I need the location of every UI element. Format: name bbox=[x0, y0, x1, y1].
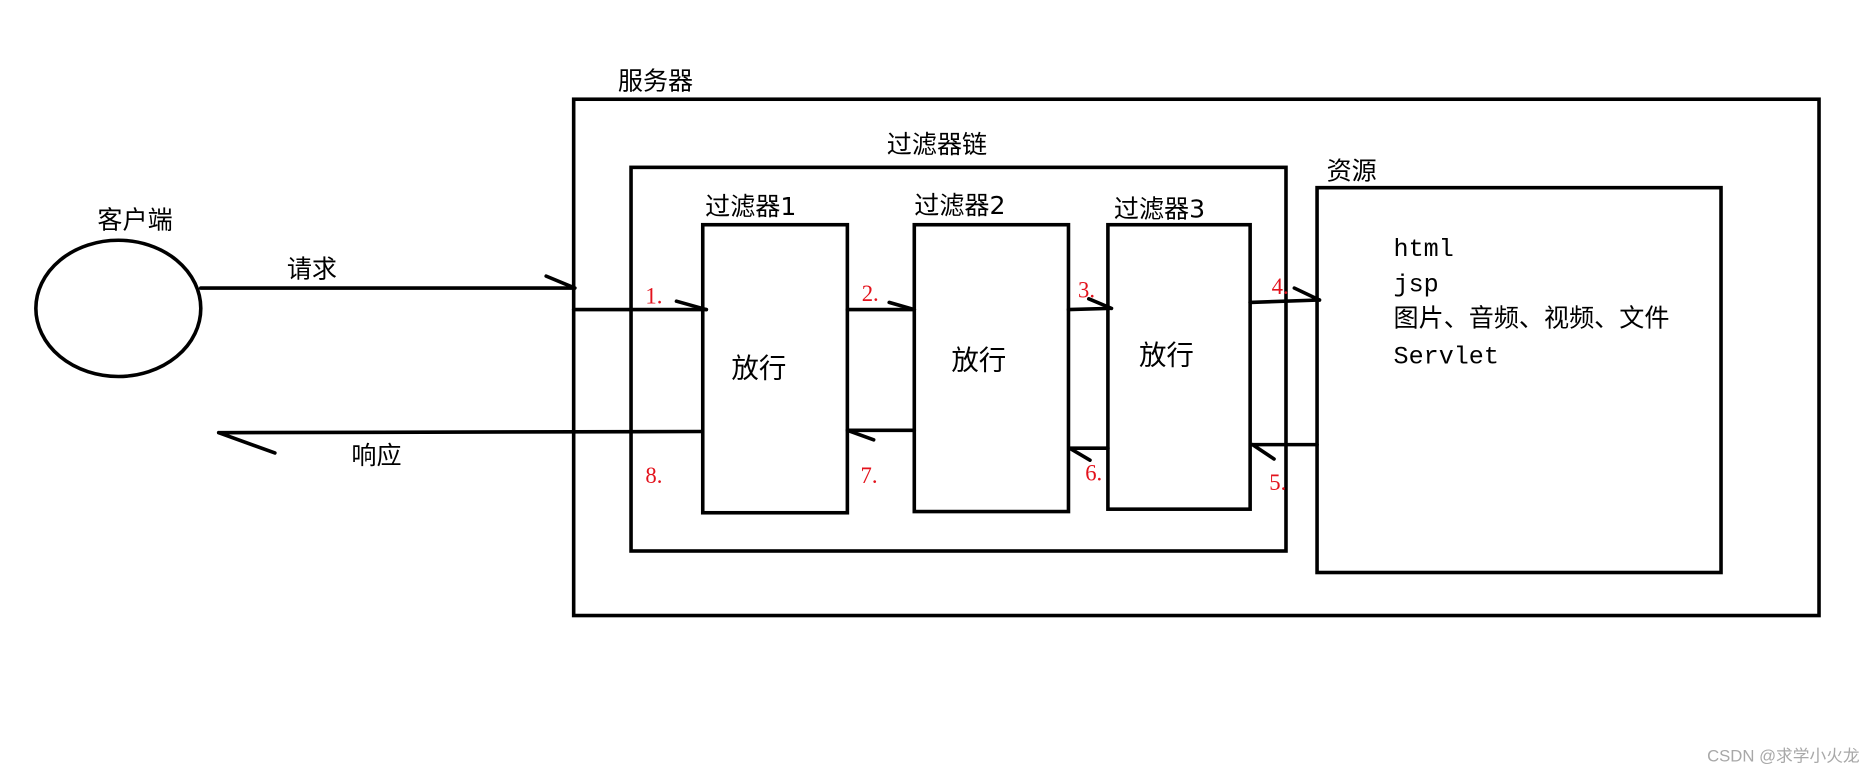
request-arrowhead bbox=[544, 274, 577, 290]
step-7-arrowhead bbox=[845, 428, 876, 442]
filter-1-border bbox=[700, 222, 850, 515]
step-6-number: 6. bbox=[1085, 460, 1102, 485]
filter-chain-border bbox=[629, 165, 1288, 553]
step-3-line bbox=[1066, 306, 1113, 312]
step-7-arrow: 7. bbox=[845, 428, 917, 488]
resource-item-html: html bbox=[1394, 235, 1454, 264]
server-box: 服务器 bbox=[571, 67, 1821, 618]
server-border bbox=[571, 97, 1821, 618]
server-label: 服务器 bbox=[618, 67, 693, 96]
resources-label: 资源 bbox=[1327, 156, 1377, 185]
filter-3-label: 过滤器3 bbox=[1114, 195, 1205, 224]
step-4-arrowhead bbox=[1292, 286, 1322, 302]
filter-2-border bbox=[912, 222, 1071, 514]
step-2-arrow: 2. bbox=[845, 281, 917, 312]
resource-item-media: 图片、音频、视频、文件 bbox=[1394, 304, 1670, 334]
filter-2-action: 放行 bbox=[951, 344, 1006, 376]
step-4-arrow: 4. bbox=[1248, 274, 1322, 305]
watermark-text: CSDN @求学小火龙 bbox=[1707, 746, 1860, 765]
step-4-line bbox=[1248, 298, 1322, 305]
filter-2-label: 过滤器2 bbox=[914, 191, 1005, 220]
response-arrow: 响应 bbox=[216, 429, 705, 470]
step-6-arrowhead bbox=[1067, 446, 1092, 462]
step-5-number: 5. bbox=[1269, 470, 1286, 495]
resource-item-servlet: Servlet bbox=[1394, 342, 1499, 371]
request-arrow: 请求 bbox=[198, 254, 577, 290]
filter-1: 过滤器1 放行 bbox=[700, 192, 850, 515]
filter-1-action: 放行 bbox=[731, 353, 786, 385]
response-arrowhead bbox=[216, 430, 277, 455]
step-8-number: 8. bbox=[645, 463, 662, 488]
step-8-marker: 8. bbox=[645, 463, 662, 488]
client-ellipse bbox=[34, 238, 203, 379]
filter-1-label: 过滤器1 bbox=[705, 192, 796, 221]
filter-3-border bbox=[1106, 222, 1252, 511]
filter-3-action: 放行 bbox=[1139, 340, 1194, 372]
step-1-number: 1. bbox=[645, 284, 662, 309]
filter-chain-label: 过滤器链 bbox=[887, 130, 987, 159]
response-label: 响应 bbox=[351, 441, 401, 470]
filter-3: 过滤器3 放行 bbox=[1106, 195, 1252, 511]
step-2-number: 2. bbox=[862, 281, 879, 306]
step-1-arrowhead bbox=[674, 299, 709, 312]
filter-2: 过滤器2 放行 bbox=[912, 191, 1071, 514]
client-label: 客户端 bbox=[97, 205, 172, 234]
step-6-arrow: 6. bbox=[1067, 446, 1110, 485]
step-1-arrow: 1. bbox=[571, 284, 709, 312]
step-3-arrowhead bbox=[1086, 297, 1114, 311]
request-label: 请求 bbox=[287, 254, 337, 283]
client-node: 客户端 bbox=[34, 205, 203, 379]
resources-box: 资源 html jsp 图片、音频、视频、文件 Servlet bbox=[1315, 156, 1723, 575]
step-3-number: 3. bbox=[1078, 278, 1095, 303]
filter-chain-box: 过滤器链 bbox=[629, 130, 1288, 553]
resources-border bbox=[1315, 185, 1723, 575]
step-4-number: 4. bbox=[1272, 274, 1289, 299]
step-2-arrowhead bbox=[887, 300, 917, 312]
step-3-arrow: 3. bbox=[1066, 278, 1114, 312]
step-5-arrowhead bbox=[1250, 442, 1276, 461]
step-5-arrow: 5. bbox=[1250, 442, 1319, 495]
response-arrow-line bbox=[216, 429, 705, 435]
step-7-number: 7. bbox=[861, 463, 878, 488]
resource-item-jsp: jsp bbox=[1394, 271, 1439, 300]
